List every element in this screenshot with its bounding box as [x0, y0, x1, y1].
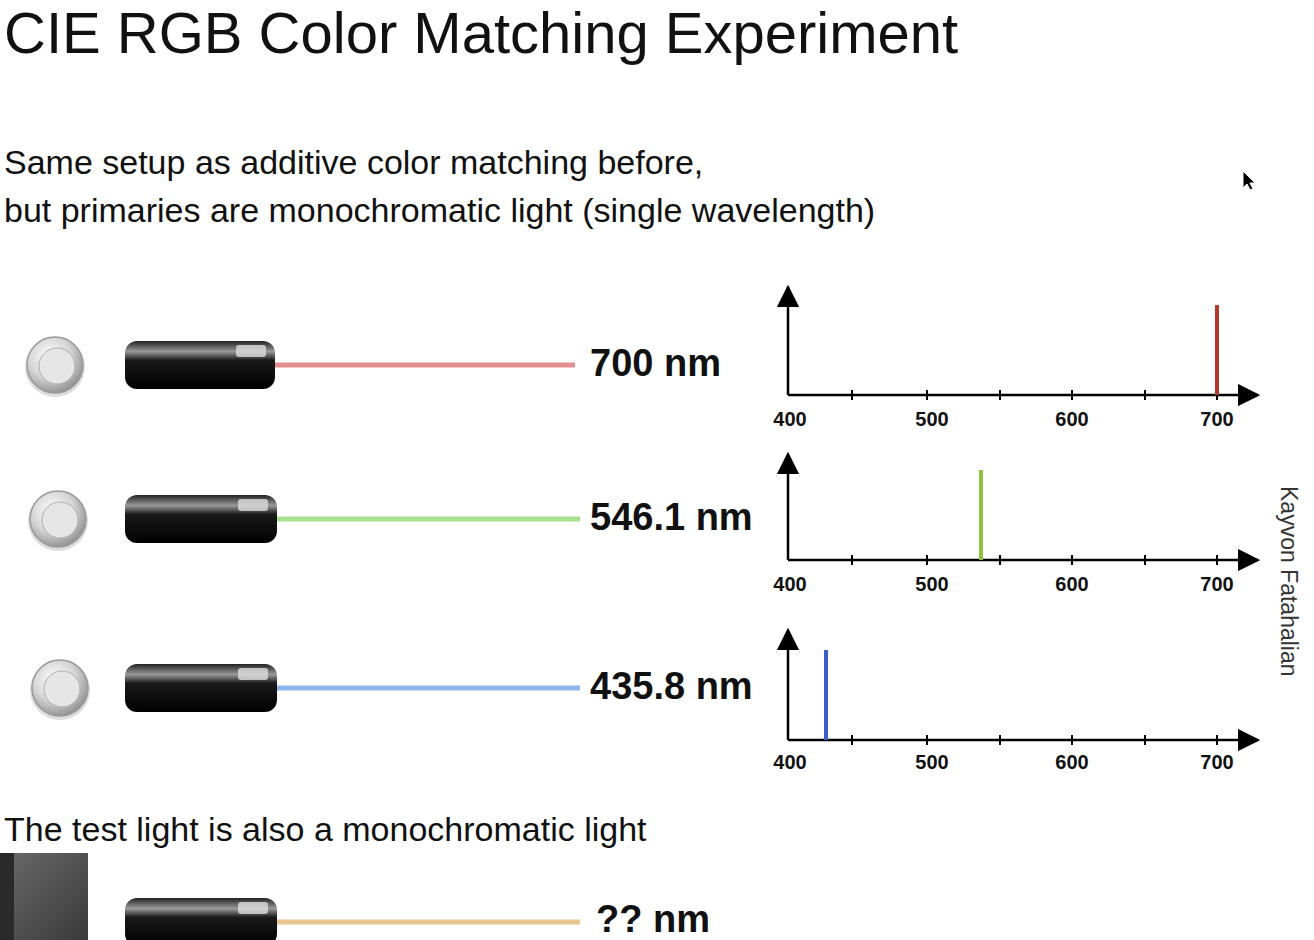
test-light-source — [125, 898, 580, 940]
wavelength-label: 546.1 nm — [590, 496, 753, 540]
axis-tick: 600 — [1055, 573, 1088, 596]
axis-tick: 500 — [915, 408, 948, 431]
slide-title: CIE RGB Color Matching Experiment — [4, 0, 958, 67]
axis-tick: 600 — [1055, 751, 1088, 774]
light-source — [28, 491, 580, 551]
spectrum-plot — [788, 287, 1258, 400]
webcam-inset — [0, 853, 14, 940]
wavelength-label: 700 nm — [590, 342, 721, 386]
spectrum-plot — [788, 454, 1258, 565]
light-source — [25, 337, 575, 397]
axis-tick: 700 — [1200, 408, 1233, 431]
body-text: Same setup as additive color matching be… — [4, 143, 703, 182]
author-credit: Kayvon Fatahalian — [1276, 486, 1302, 677]
mouse-cursor — [1243, 171, 1255, 190]
axis-tick: 400 — [773, 408, 806, 431]
light-source — [30, 660, 580, 720]
axis-tick: 600 — [1055, 408, 1088, 431]
axis-tick: 500 — [915, 751, 948, 774]
body-text: but primaries are monochromatic light (s… — [4, 191, 875, 230]
axis-tick: 400 — [773, 573, 806, 596]
webcam-inset — [0, 853, 88, 940]
spectrum-plot — [788, 630, 1258, 745]
wavelength-label: ?? nm — [596, 898, 710, 940]
body-text: The test light is also a monochromatic l… — [4, 810, 647, 849]
axis-tick: 700 — [1200, 573, 1233, 596]
axis-tick: 500 — [915, 573, 948, 596]
axis-tick: 400 — [773, 751, 806, 774]
wavelength-label: 435.8 nm — [590, 665, 753, 709]
axis-tick: 700 — [1200, 751, 1233, 774]
